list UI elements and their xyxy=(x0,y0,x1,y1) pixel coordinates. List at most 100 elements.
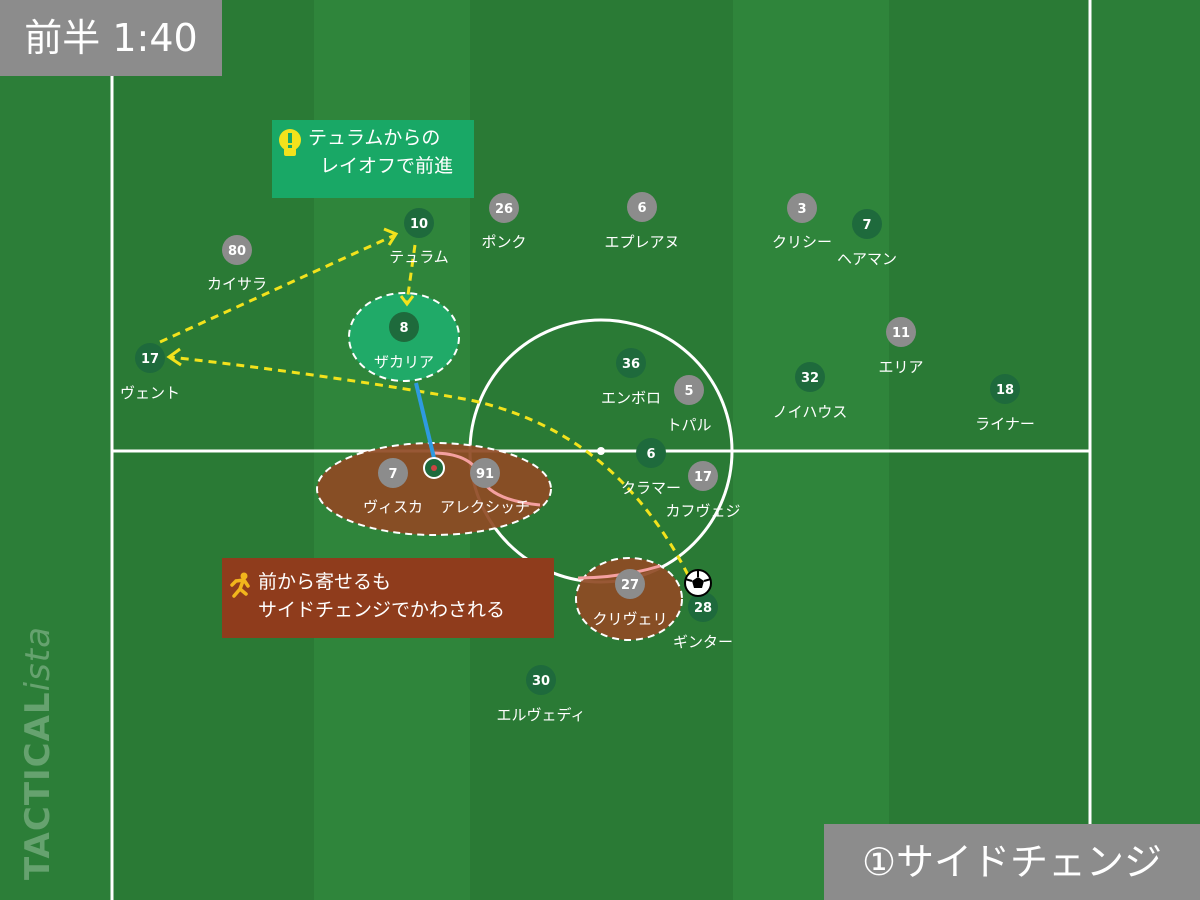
ball-spot-inner xyxy=(431,465,437,471)
player-name: エプレアヌ xyxy=(604,233,679,251)
player-marker: 28 ギンター xyxy=(673,592,733,651)
player-number: 91 xyxy=(476,467,494,482)
pass-arrowheads xyxy=(166,227,415,367)
player-disc xyxy=(688,592,718,622)
player-marker: 91 アレクシッチ xyxy=(440,458,530,516)
player-marker: 80 カイサラ xyxy=(207,235,267,293)
player-number: 7 xyxy=(862,218,871,233)
player-number: 30 xyxy=(532,674,550,689)
player-marker: 7 ヘアマン xyxy=(837,209,897,268)
player-name: ポンク xyxy=(481,233,526,251)
scene-title: ①サイドチェンジ xyxy=(824,824,1200,900)
player-disc xyxy=(990,374,1020,404)
player-number: 7 xyxy=(388,467,397,482)
player-disc xyxy=(389,312,419,342)
players-layer: 80 カイサラ 10 テュラム 26 ポンク 6 エプレアヌ 3 クリシー 7 ヘアマン 8 ザカリア 17… xyxy=(120,192,1035,724)
player-number: 10 xyxy=(410,217,428,232)
match-time-label: 前半 1:40 xyxy=(0,0,222,76)
player-marker: 26 ポンク xyxy=(481,193,527,251)
player-name: カイサラ xyxy=(207,275,267,293)
player-disc xyxy=(787,193,817,223)
player-marker: 5 トパル xyxy=(666,375,712,434)
callout-layoff-line2: レイオフで前進 xyxy=(320,155,454,177)
player-number: 17 xyxy=(141,352,159,367)
player-name: クラマー xyxy=(621,479,681,497)
player-disc xyxy=(222,235,252,265)
player-number: 18 xyxy=(996,383,1014,398)
lightbulb-icon xyxy=(279,129,301,156)
player-disc xyxy=(886,317,916,347)
player-name: ヴェント xyxy=(120,384,180,402)
player-number: 11 xyxy=(892,326,910,341)
player-marker: 30 エルヴェディ xyxy=(497,665,586,724)
player-marker: 3 クリシー xyxy=(772,193,832,251)
pass-arrows xyxy=(159,233,690,576)
player-name: ヘアマン xyxy=(837,250,897,268)
callout-press-line1: 前から寄せるも xyxy=(258,571,392,593)
player-disc xyxy=(135,343,165,373)
player-name: テュラム xyxy=(389,248,449,266)
callout-press: 前から寄せるも サイドチェンジでかわされる xyxy=(222,558,554,638)
ball-icon xyxy=(684,569,712,597)
player-marker: 11 エリア xyxy=(878,317,924,376)
player-name: エリア xyxy=(878,358,923,376)
player-disc xyxy=(636,438,666,468)
player-disc xyxy=(526,665,556,695)
player-marker: 36 エンボロ xyxy=(601,348,661,407)
player-disc xyxy=(489,193,519,223)
player-number: 36 xyxy=(622,357,640,372)
player-disc xyxy=(616,348,646,378)
player-marker: 17 ヴェント xyxy=(120,343,180,402)
player-name: ザカリア xyxy=(374,353,434,371)
callout-layoff-line1: テュラムからの xyxy=(308,127,441,149)
player-number: 6 xyxy=(646,447,655,462)
player-name: エンボロ xyxy=(601,389,661,407)
player-name: ギンター xyxy=(673,633,733,651)
player-disc xyxy=(674,375,704,405)
player-name: エルヴェディ xyxy=(497,706,586,724)
watermark-logo: TACTICALista xyxy=(18,626,58,880)
player-marker: 32 ノイハウス xyxy=(773,362,848,421)
player-disc xyxy=(470,458,500,488)
player-name: アレクシッチ xyxy=(440,498,530,516)
player-marker: 8 ザカリア xyxy=(374,312,434,371)
callout-layoff: テュラムからの レイオフで前進 xyxy=(272,120,474,198)
player-name: ライナー xyxy=(975,415,1035,433)
center-spot xyxy=(597,447,605,455)
player-marker: 27 クリヴェリ xyxy=(592,569,668,628)
player-name: クリヴェリ xyxy=(592,610,667,628)
player-number: 26 xyxy=(495,202,513,217)
callout-press-line2: サイドチェンジでかわされる xyxy=(258,599,506,621)
player-marker: 17 カフヴェジ xyxy=(665,461,741,520)
player-number: 5 xyxy=(684,384,693,399)
player-marker: 6 クラマー xyxy=(621,438,681,497)
player-disc xyxy=(404,208,434,238)
player-name: クリシー xyxy=(772,233,832,251)
player-number: 6 xyxy=(637,201,646,216)
running-person-icon xyxy=(230,572,250,598)
player-disc xyxy=(615,569,645,599)
player-number: 28 xyxy=(694,601,712,616)
player-disc xyxy=(795,362,825,392)
player-number: 3 xyxy=(797,202,806,217)
player-marker: 18 ライナー xyxy=(975,374,1035,433)
player-number: 27 xyxy=(621,578,639,593)
player-name: トパル xyxy=(666,416,711,434)
player-disc xyxy=(378,458,408,488)
player-number: 8 xyxy=(399,321,408,336)
player-disc xyxy=(688,461,718,491)
player-disc xyxy=(852,209,882,239)
player-name: ヴィスカ xyxy=(363,498,423,516)
player-marker: 6 エプレアヌ xyxy=(604,192,680,251)
player-marker: 10 テュラム xyxy=(389,208,449,266)
press-zone-right xyxy=(575,557,683,641)
player-marker: 7 ヴィスカ xyxy=(363,458,423,516)
ball-path-line xyxy=(414,382,436,459)
player-name: ノイハウス xyxy=(773,403,848,421)
player-number: 80 xyxy=(228,244,246,259)
player-name: カフヴェジ xyxy=(665,502,740,520)
player-number: 32 xyxy=(801,371,819,386)
player-number: 17 xyxy=(694,470,712,485)
player-disc xyxy=(627,192,657,222)
